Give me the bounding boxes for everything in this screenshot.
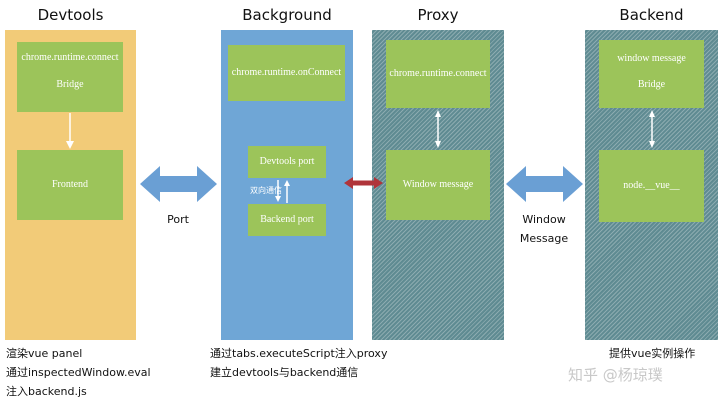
on-connect-label: chrome.runtime.onConnect (231, 67, 342, 78)
node-vue-box: node.__vue__ (599, 150, 704, 222)
bridge-to-frontend-arrow (66, 113, 74, 149)
frontend-box: Frontend (17, 150, 123, 220)
window-message-label-line2: Message (519, 232, 569, 245)
devtools-title: Devtools (37, 6, 104, 24)
node-vue-label: node.__vue__ (623, 180, 680, 191)
backend-note-1: 提供vue实例操作 (609, 347, 696, 360)
proxy-double-arrow (435, 110, 441, 148)
backend-bridge-box: window message Bridge (599, 40, 704, 108)
backend-port-label: Backend port (260, 214, 314, 225)
port-big-arrow (140, 166, 217, 202)
port-up-arrow (284, 180, 290, 203)
backend-notes: 提供vue实例操作 (609, 344, 695, 363)
devtools-notes: 渲染vue panel 通过inspectedWindow.eval 注入bac… (6, 344, 151, 401)
background-proxy-red-arrow (344, 177, 383, 189)
window-message-big-arrow (506, 166, 583, 202)
window-message-label-line1: Window (522, 213, 566, 226)
proxy-connect-box: chrome.runtime.connect (386, 40, 490, 108)
backend-title: Backend (619, 6, 684, 24)
window-message-label: Window Message (512, 210, 576, 248)
devtools-bridge-label: Bridge (56, 79, 84, 90)
backend-port-box: Backend port (248, 204, 326, 236)
background-note-2: 建立devtools与backend通信 (210, 366, 359, 379)
backend-double-arrow (649, 110, 655, 148)
bidirectional-label: 双向通信 (250, 186, 282, 195)
proxy-title: Proxy (417, 6, 459, 24)
frontend-label: Frontend (51, 179, 89, 190)
port-down-arrow (275, 180, 281, 202)
backend-bridge-label: Bridge (637, 79, 666, 90)
on-connect-box: chrome.runtime.onConnect (228, 45, 345, 101)
watermark: 知乎 @杨琼璞 (568, 366, 663, 384)
devtools-note-1: 渲染vue panel (6, 347, 83, 360)
devtools-bridge-box: chrome.runtime.connect Bridge (17, 42, 123, 112)
background-title: Background (242, 6, 332, 24)
background-note-1: 通过tabs.executeScript注入proxy (210, 347, 388, 360)
devtools-port-label: Devtools port (259, 156, 315, 167)
devtools-bridge-connect-label: chrome.runtime.connect (21, 52, 119, 63)
proxy-connect-label: chrome.runtime.connect (389, 68, 487, 79)
devtools-note-2: 通过inspectedWindow.eval (6, 366, 151, 379)
proxy-window-message-label: Window message (402, 179, 474, 190)
devtools-port-box: Devtools port (248, 146, 326, 178)
proxy-window-message-box: Window message (386, 150, 490, 220)
devtools-note-3: 注入backend.js (6, 385, 87, 398)
backend-window-message-label: window message (617, 53, 686, 64)
port-label: Port (167, 213, 189, 226)
background-notes: 通过tabs.executeScript注入proxy 建立devtools与b… (210, 344, 387, 382)
